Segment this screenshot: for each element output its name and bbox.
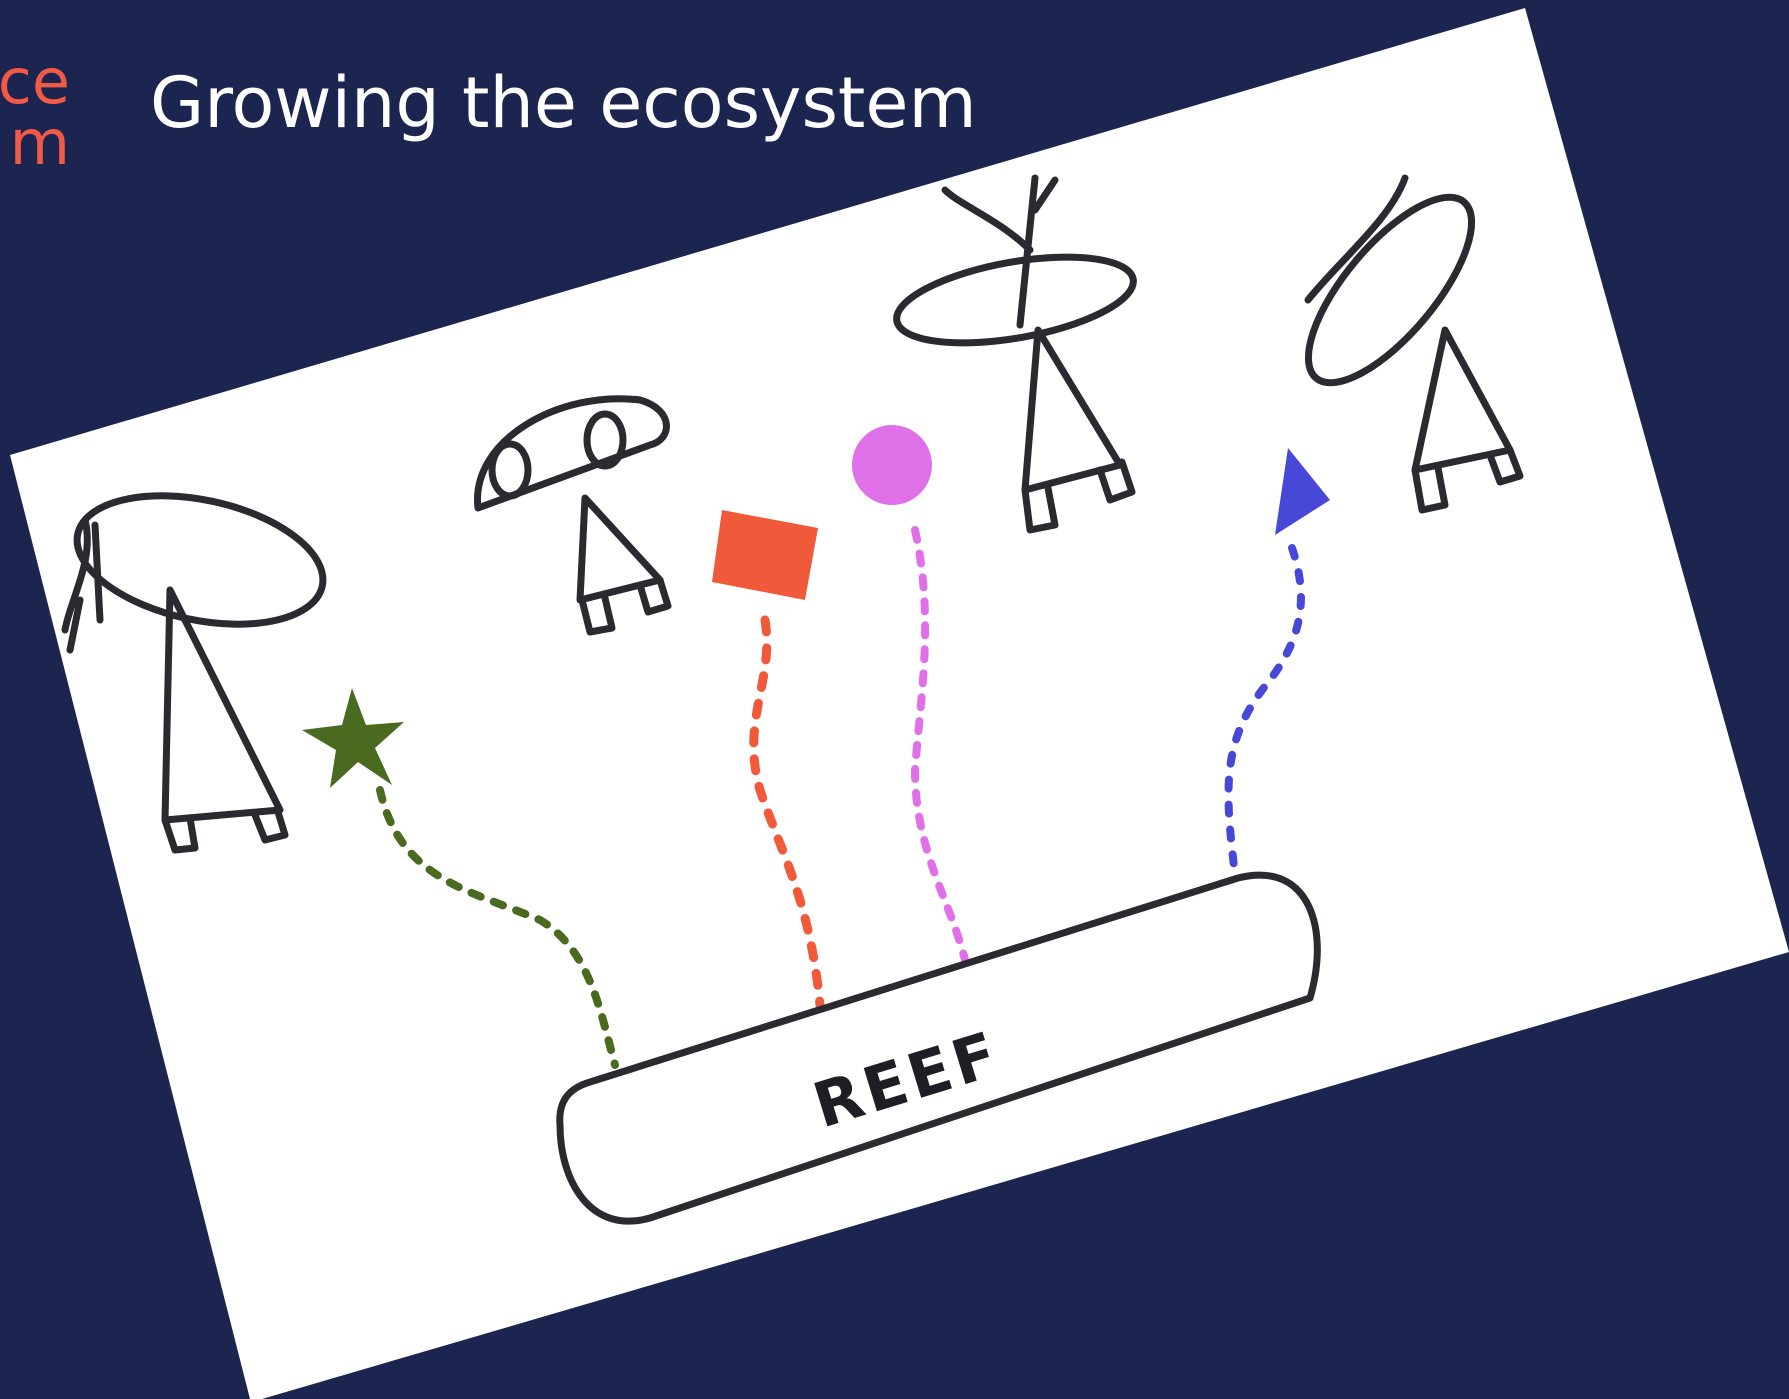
logo-line-1: ce (0, 45, 70, 118)
slide-title: Growing the ecosystem (150, 62, 977, 144)
brand-logo: ce m (0, 45, 70, 179)
figure-2 (474, 395, 672, 636)
triangle-shape (1224, 448, 1330, 879)
logo-line-2: m (9, 105, 70, 179)
square-shape (712, 510, 825, 1010)
star-shape (302, 688, 619, 1069)
sketch-paper (10, 8, 1789, 1399)
figure-4 (1304, 174, 1524, 514)
figure-1 (61, 492, 327, 854)
circle-shape (852, 425, 969, 964)
figure-3 (893, 174, 1137, 534)
